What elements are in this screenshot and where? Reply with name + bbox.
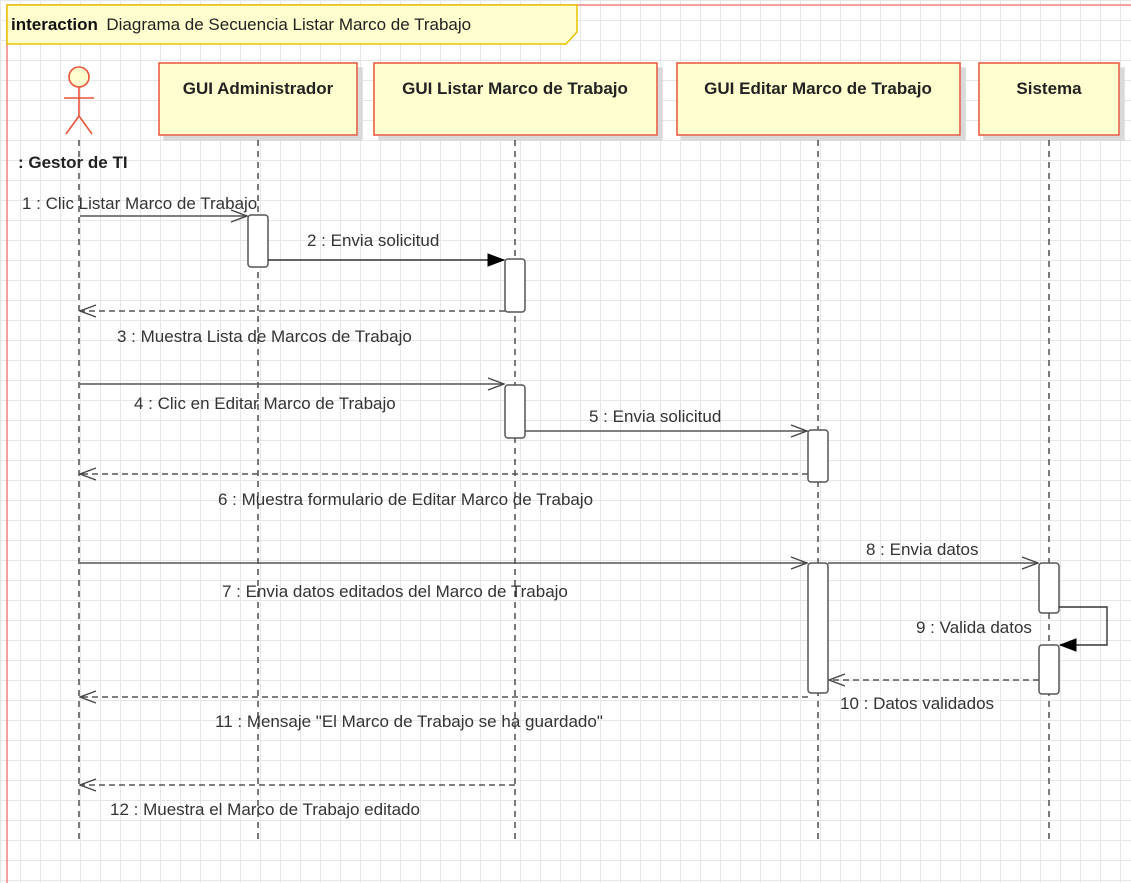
lifeline-label-gui-admin: GUI Administrador bbox=[183, 79, 334, 98]
message-label-3: 3 : Muestra Lista de Marcos de Trabajo bbox=[117, 327, 412, 346]
message-label-5: 5 : Envia solicitud bbox=[589, 407, 721, 426]
lifeline-box-gui-admin bbox=[158, 62, 358, 136]
frame-title: Diagrama de Secuencia Listar Marco de Tr… bbox=[106, 15, 471, 34]
lifeline-label-gui-editar: GUI Editar Marco de Trabajo bbox=[704, 79, 932, 98]
message-label-10: 10 : Datos validados bbox=[840, 694, 994, 713]
lifeline-box-gui-listar bbox=[373, 62, 658, 136]
message-label-12: 12 : Muestra el Marco de Trabajo editado bbox=[110, 800, 420, 819]
message-label-7: 7 : Envia datos editados del Marco de Tr… bbox=[222, 582, 568, 601]
message-label-8: 8 : Envia datos bbox=[866, 540, 978, 559]
activation-gui-editar-2 bbox=[807, 562, 829, 694]
activation-gui-editar-1 bbox=[807, 429, 829, 483]
activation-gui-listar-1 bbox=[504, 258, 526, 313]
frame-keyword: interaction bbox=[11, 15, 98, 34]
message-arrow-9 bbox=[1059, 606, 1108, 645]
message-label-2: 2 : Envia solicitud bbox=[307, 231, 439, 250]
activation-sistema-1 bbox=[1038, 562, 1060, 614]
lifeline-label-gui-listar: GUI Listar Marco de Trabajo bbox=[402, 79, 628, 98]
actor-stick-figure-icon bbox=[64, 66, 94, 135]
lifeline-box-sistema bbox=[978, 62, 1120, 136]
message-label-9: 9 : Valida datos bbox=[916, 618, 1032, 637]
lifeline-box-gui-editar bbox=[676, 62, 961, 136]
message-label-1: 1 : Clic Listar Marco de Trabajo bbox=[22, 194, 257, 213]
message-label-11: 11 : Mensaje "El Marco de Trabajo se ha … bbox=[215, 712, 603, 731]
message-label-4: 4 : Clic en Editar Marco de Trabajo bbox=[134, 394, 396, 413]
activation-gui-listar-2 bbox=[504, 384, 526, 439]
message-label-6: 6 : Muestra formulario de Editar Marco d… bbox=[218, 490, 593, 509]
frame-title-tab bbox=[6, 4, 578, 45]
interaction-frame bbox=[6, 4, 1131, 883]
activation-sistema-2 bbox=[1038, 644, 1060, 695]
activation-gui-admin-1 bbox=[247, 214, 269, 268]
actor-label: : Gestor de TI bbox=[18, 153, 128, 172]
svg-text:interaction Diagrama de Se: interaction Diagrama de Secuencia Listar… bbox=[11, 15, 471, 34]
lifeline-label-sistema: Sistema bbox=[1016, 79, 1082, 98]
